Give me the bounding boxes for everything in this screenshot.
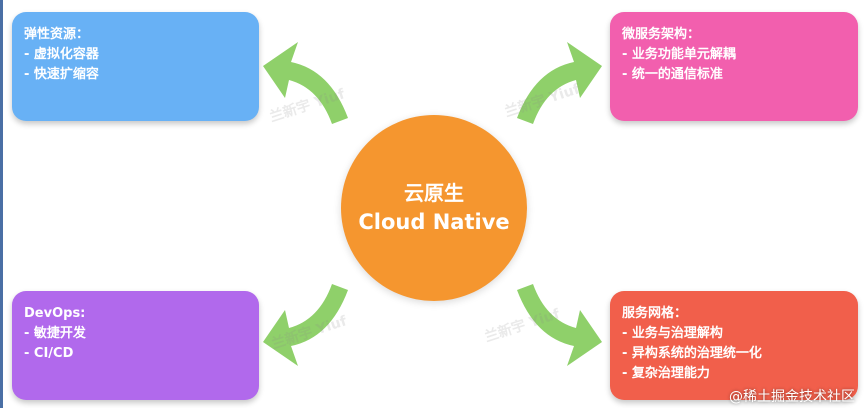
card-title: DevOps: xyxy=(24,306,86,321)
watermark: 兰新宇 Yiuf xyxy=(482,306,562,346)
card-item: - 虚拟化容器 xyxy=(24,47,99,62)
card-item: - 快速扩缩容 xyxy=(24,67,99,82)
center-title-en: Cloud Native xyxy=(358,210,510,234)
card-item: - 复杂治理能力 xyxy=(622,366,710,381)
card-item-list: - 虚拟化容器 - 快速扩缩容 xyxy=(24,45,259,85)
card-item-list: - 业务功能单元解耦 - 统一的通信标准 xyxy=(622,45,858,85)
card-item: - 业务与治理解构 xyxy=(622,326,723,341)
left-edge-bar xyxy=(0,0,3,408)
card-microservice-architecture: 微服务架构： - 业务功能单元解耦 - 统一的通信标准 xyxy=(610,12,858,121)
center-title-zh: 云原生 xyxy=(404,181,464,205)
card-item: - 敏捷开发 xyxy=(24,326,86,341)
card-item-list: - 业务与治理解构 - 异构系统的治理统一化 - 复杂治理能力 xyxy=(622,324,858,384)
card-title: 服务网格： xyxy=(622,306,688,321)
card-service-mesh: 服务网格： - 业务与治理解构 - 异构系统的治理统一化 - 复杂治理能力 xyxy=(610,291,858,400)
watermark: 兰新宇 Yiuf xyxy=(269,313,349,353)
card-title: 弹性资源： xyxy=(24,27,90,42)
source-watermark: @稀土掘金技术社区 xyxy=(729,389,855,405)
cloud-native-center-node: 云原生 Cloud Native xyxy=(341,115,527,301)
card-item: - 异构系统的治理统一化 xyxy=(622,346,762,361)
card-item: - CI/CD xyxy=(24,346,74,361)
card-item: - 业务功能单元解耦 xyxy=(622,47,736,62)
watermark: 兰新宇 Yiuf xyxy=(502,81,582,121)
card-devops: DevOps: - 敏捷开发 - CI/CD xyxy=(12,291,259,400)
card-elastic-resources: 弹性资源： - 虚拟化容器 - 快速扩缩容 xyxy=(12,12,259,121)
card-item-list: - 敏捷开发 - CI/CD xyxy=(24,324,259,364)
card-title: 微服务架构： xyxy=(622,27,701,42)
card-item: - 统一的通信标准 xyxy=(622,67,723,82)
watermark: 兰新宇 Yiuf xyxy=(267,86,347,126)
